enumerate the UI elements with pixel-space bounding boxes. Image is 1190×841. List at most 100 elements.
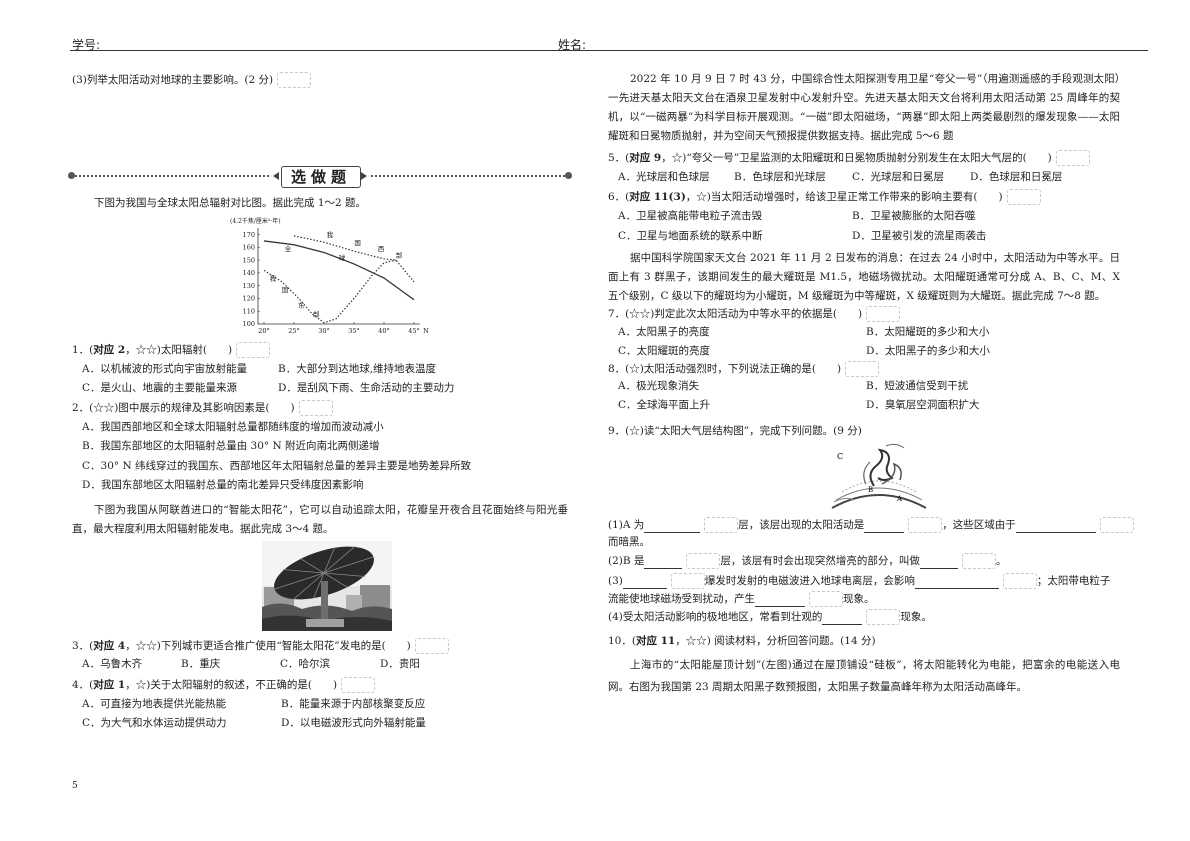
q6-option-a[interactable]: A．卫星被高能带电粒子流击毁 bbox=[618, 210, 763, 222]
y-tick-label: 170 bbox=[243, 231, 255, 239]
answer-box[interactable] bbox=[686, 553, 721, 569]
blank[interactable] bbox=[914, 588, 999, 589]
series-annotation: 全 bbox=[285, 244, 292, 253]
name-label: 姓名: bbox=[558, 38, 587, 52]
q8-option-d[interactable]: D．臭氧层空洞面积扩大 bbox=[866, 399, 980, 411]
intro-4: 据中国科学院国家天文台 2021 年 11 月 2 日发布的消息：在过去 24 … bbox=[608, 252, 1120, 302]
series-line-1 bbox=[263, 259, 397, 324]
q1-option-b[interactable]: B．大部分到达地球,维持地表温度 bbox=[278, 363, 437, 375]
label-b: B bbox=[868, 486, 873, 494]
section-title: 选做题 bbox=[281, 166, 361, 188]
answer-box[interactable] bbox=[866, 306, 901, 322]
q2-option-d[interactable]: D．我国东部地区太阳辐射总量的南北差异只受纬度因素影响 bbox=[82, 479, 364, 491]
x-tick-label: 20° bbox=[258, 327, 270, 335]
blank[interactable] bbox=[644, 568, 683, 569]
series-line-0 bbox=[263, 240, 415, 301]
question-10: 10．(对应 11，☆☆) 阅读材料，分析回答问题。(14 分) bbox=[608, 635, 876, 647]
x-tick-label: 30° bbox=[318, 327, 330, 335]
q1-option-a[interactable]: A．以机械波的形式向宇宙放射能量 bbox=[82, 363, 248, 375]
q7-option-b[interactable]: B．太阳耀斑的多少和大小 bbox=[866, 326, 990, 338]
y-axis-label: (4.2千焦/厘米²·年) bbox=[230, 217, 281, 225]
answer-box[interactable] bbox=[341, 677, 376, 693]
q3-option-d[interactable]: D．贵阳 bbox=[380, 658, 420, 670]
arrow-left-icon bbox=[273, 172, 279, 180]
answer-box[interactable] bbox=[1055, 150, 1090, 166]
q5-option-d[interactable]: D．色球层和日冕层 bbox=[970, 171, 1063, 183]
q9-sub-1-cont: 而暗黑。 bbox=[608, 536, 650, 548]
blank[interactable] bbox=[1015, 532, 1096, 533]
question-9: 9．(☆)读“太阳大气层结构图”，完成下列问题。(9 分) bbox=[608, 425, 862, 437]
answer-box[interactable] bbox=[670, 573, 705, 589]
q9-sub-3-cont: 流能使地球磁场受到扰动，产生现象。 bbox=[608, 591, 875, 607]
arrow-right-icon bbox=[361, 172, 367, 180]
q9-sub-3: (3)爆发时发射的电磁波进入地球电离层，会影响；太阳带电粒子 bbox=[608, 573, 1111, 589]
y-tick-label: 100 bbox=[243, 320, 255, 328]
y-tick-label: 120 bbox=[243, 295, 255, 303]
question-3: 3．(对应 4，☆☆)下列城市更适合推广使用“智能太阳花”发电的是( ) bbox=[72, 638, 449, 654]
smart-solar-flower-photo bbox=[262, 541, 392, 631]
blank[interactable] bbox=[755, 606, 805, 607]
answer-box[interactable] bbox=[704, 517, 739, 533]
q7-option-d[interactable]: D．太阳黑子的多少和大小 bbox=[866, 345, 990, 357]
page-number: 5 bbox=[72, 781, 78, 791]
q2-option-c[interactable]: C．30° N 纬线穿过的我国东、西部地区年太阳辐射总量的差异主要是地势差异所致 bbox=[82, 460, 472, 472]
q4-option-d[interactable]: D．以电磁波形式向外辐射能量 bbox=[281, 717, 426, 729]
q10-material: 上海市的“太阳能屋顶计划”(左图)通过在屋顶铺设“硅板”，将太阳能转化为电能，把… bbox=[608, 659, 1120, 693]
q2-option-a[interactable]: A．我国西部地区和全球太阳辐射总量都随纬度的增加而波动减小 bbox=[82, 421, 384, 433]
question-4: 4．(对应 1，☆)关于太阳辐射的叙述，不正确的是( ) bbox=[72, 677, 376, 693]
q9-sub-4: (4)受太阳活动影响的极地地区，常看到壮观的现象。 bbox=[608, 609, 932, 625]
q6-option-c[interactable]: C．卫星与地面系统的联系中断 bbox=[618, 230, 763, 242]
answer-box[interactable] bbox=[908, 517, 943, 533]
q5-option-a[interactable]: A．光球层和色球层 bbox=[618, 171, 710, 183]
answer-box[interactable] bbox=[298, 400, 333, 416]
q5-option-c[interactable]: C．光球层和日冕层 bbox=[852, 171, 945, 183]
answer-box[interactable] bbox=[809, 591, 843, 607]
blank[interactable] bbox=[919, 568, 958, 569]
answer-box[interactable] bbox=[277, 72, 312, 88]
series-annotation: 国 bbox=[354, 239, 361, 247]
q7-option-a[interactable]: A．太阳黑子的亮度 bbox=[618, 326, 710, 338]
x-tick-label: 45° bbox=[408, 327, 420, 335]
answer-box[interactable] bbox=[414, 638, 449, 654]
series-annotation: 球 bbox=[339, 253, 346, 262]
blank[interactable] bbox=[822, 624, 863, 625]
q8-option-c[interactable]: C．全球海平面上升 bbox=[618, 399, 711, 411]
series-annotation: 部 bbox=[313, 309, 320, 318]
answer-box[interactable] bbox=[845, 361, 880, 377]
series-annotation: 部 bbox=[396, 251, 403, 260]
answer-box[interactable] bbox=[866, 609, 901, 625]
q5-option-b[interactable]: B．色球层和光球层 bbox=[734, 171, 826, 183]
q1-option-d[interactable]: D．是刮风下雨、生命活动的主要动力 bbox=[278, 382, 455, 394]
q1-option-c[interactable]: C．是火山、地震的主要能量来源 bbox=[82, 382, 238, 394]
rule-dot-left bbox=[68, 172, 75, 179]
y-tick-label: 150 bbox=[243, 256, 255, 264]
sun-atmosphere-diagram: C B A bbox=[831, 443, 927, 509]
q3-option-c[interactable]: C．哈尔滨 bbox=[280, 658, 331, 670]
y-tick-label: 160 bbox=[243, 244, 255, 252]
q4-option-c[interactable]: C．为大气和水体运动提供动力 bbox=[82, 717, 227, 729]
q3-option-a[interactable]: A．乌鲁木齐 bbox=[82, 658, 143, 670]
radiation-chart: (4.2千焦/厘米²·年)10011012013014015016017020°… bbox=[230, 217, 429, 335]
label-a: A bbox=[896, 495, 903, 503]
rule-dot-right bbox=[565, 172, 572, 179]
answer-box[interactable] bbox=[961, 553, 996, 569]
q6-option-d[interactable]: D．卫星被引发的流星雨袭击 bbox=[852, 230, 987, 242]
q4-option-b[interactable]: B．能量来源于内部核聚变反应 bbox=[281, 698, 426, 710]
blank[interactable] bbox=[864, 532, 905, 533]
q8-option-a[interactable]: A．极光现象消失 bbox=[618, 380, 700, 392]
q2-option-b[interactable]: B．我国东部地区的太阳辐射总量由 30° N 附近向南北两侧递增 bbox=[82, 440, 380, 452]
blank[interactable] bbox=[644, 532, 701, 533]
q4-option-a[interactable]: A．可直接为地表提供光能热能 bbox=[82, 698, 227, 710]
blank[interactable] bbox=[622, 588, 667, 589]
q8-option-b[interactable]: B．短波通信受到干扰 bbox=[866, 380, 969, 392]
answer-box[interactable] bbox=[1002, 573, 1037, 589]
q6-option-b[interactable]: B．卫星被膨胀的太阳吞噬 bbox=[852, 210, 976, 222]
q3-option-b[interactable]: B．重庆 bbox=[181, 658, 221, 670]
answer-box[interactable] bbox=[1006, 189, 1041, 205]
section-title-box: 选做题 bbox=[271, 166, 369, 188]
answer-box[interactable] bbox=[1099, 517, 1134, 533]
question-6: 6．(对应 11(3)，☆)当太阳活动增强时，给该卫星正常工作带来的影响主要有(… bbox=[608, 189, 1041, 205]
q7-option-c[interactable]: C．太阳耀斑的亮度 bbox=[618, 345, 711, 357]
q9-sub-2: (2)B 是层，该层有时会出现突然增亮的部分，叫做。 bbox=[608, 553, 1007, 569]
answer-box[interactable] bbox=[236, 342, 271, 358]
